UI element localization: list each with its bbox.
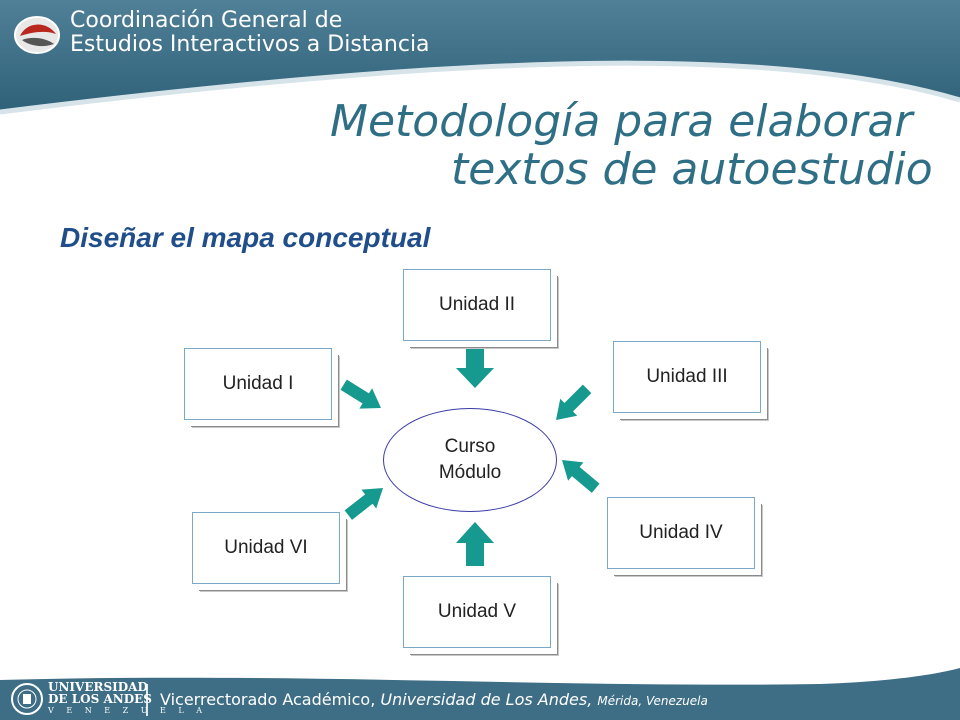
- arrow-from-unit-3: [556, 384, 592, 420]
- arrow-from-unit-6: [344, 488, 383, 520]
- arrow-from-unit-2: [456, 348, 494, 388]
- org-logo-icon: [14, 16, 60, 54]
- slide-subtitle: Diseñar el mapa conceptual: [60, 222, 431, 253]
- university-seal-icon: [11, 683, 43, 715]
- footer-text: Vicerrectorado Académico, Universidad de…: [160, 690, 708, 709]
- footer-text-italic: Universidad de Los Andes,: [380, 690, 593, 709]
- center-node-line1: Curso: [444, 436, 496, 457]
- university-name-line1: UNIVERSIDAD: [48, 680, 148, 694]
- arrow-from-unit-1: [340, 379, 381, 409]
- arrow-from-unit-5: [456, 522, 494, 566]
- unit-box-4: Unidad IV: [607, 497, 755, 569]
- slide-title-line2: textos de autoestudio: [451, 144, 933, 195]
- slide-title-line1: Metodología para elaborar: [330, 96, 913, 147]
- org-name-line1: Coordinación General de: [70, 8, 343, 33]
- unit-box-1: Unidad I: [184, 348, 332, 420]
- unit-box-2: Unidad II: [403, 269, 551, 341]
- university-name-line2: DE LOS ANDES: [48, 692, 152, 706]
- arrow-from-unit-4: [562, 460, 600, 493]
- center-node: Curso Módulo: [383, 408, 557, 512]
- unit-box-6: Unidad VI: [192, 512, 340, 584]
- unit-box-3: Unidad III: [613, 341, 761, 413]
- org-name-line2: Estudios Interactivos a Distancia: [70, 32, 430, 57]
- unit-box-5: Unidad V: [403, 576, 551, 648]
- footer-text-small: Mérida, Venezuela: [597, 694, 708, 708]
- center-node-line2: Módulo: [438, 462, 502, 483]
- university-name: UNIVERSIDAD DE LOS ANDES V E N E Z U E L…: [48, 681, 207, 717]
- university-name-line3: V E N E Z U E L A: [48, 706, 208, 715]
- header-band: [0, 0, 960, 115]
- footer-text-main: Vicerrectorado Académico,: [160, 690, 376, 709]
